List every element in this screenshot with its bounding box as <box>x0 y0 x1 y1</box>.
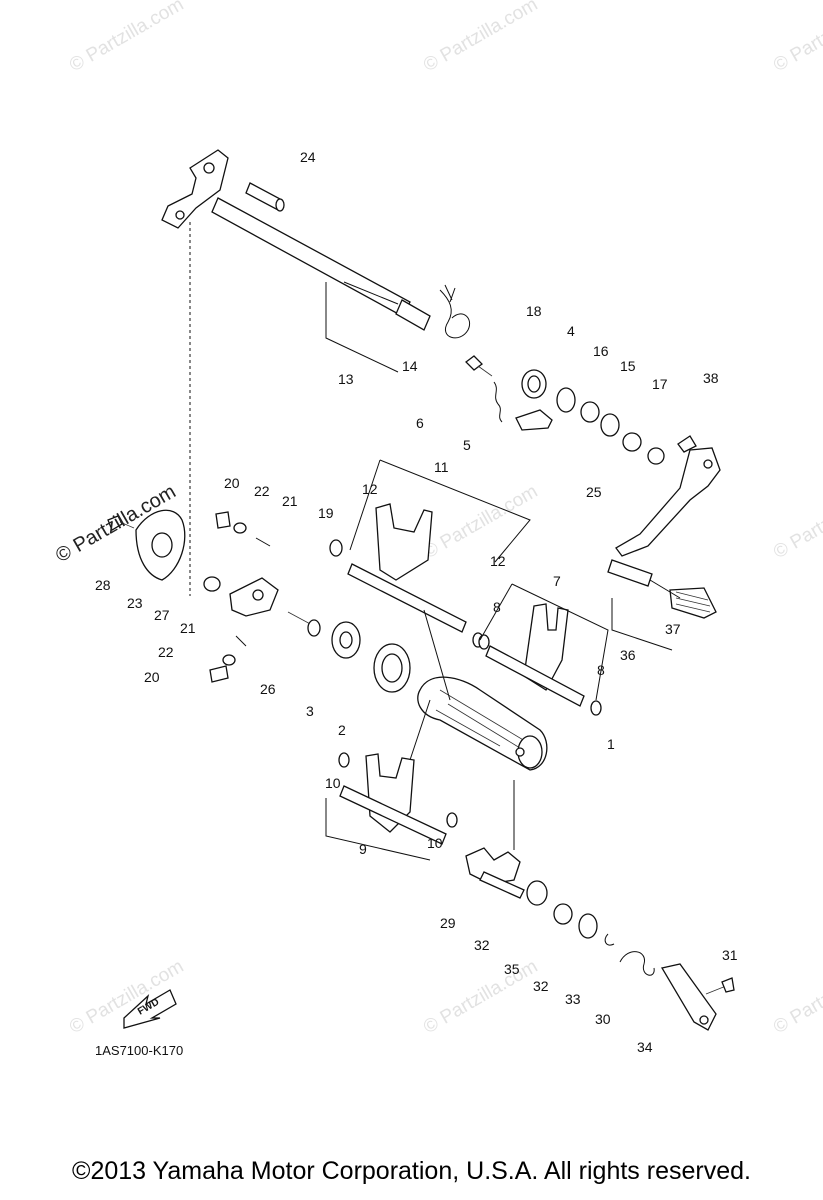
callout-label: 10 <box>427 835 443 851</box>
callout-label: 33 <box>565 991 581 1007</box>
spring-part[interactable] <box>493 381 503 423</box>
shift-fork-part[interactable] <box>485 603 585 707</box>
callout-label: 8 <box>493 599 501 615</box>
callout-label: 22 <box>254 483 270 499</box>
callout-label: 32 <box>474 937 490 953</box>
bolt-part[interactable] <box>705 977 735 995</box>
callout-label: 37 <box>665 621 681 637</box>
callout-label: 22 <box>158 644 174 660</box>
callout-label: 2 <box>338 722 346 738</box>
washer-part[interactable] <box>526 880 598 939</box>
shift-pedal-part[interactable] <box>607 435 721 587</box>
callout-label: 11 <box>434 459 449 475</box>
callout-label: 20 <box>224 475 240 491</box>
segment-part[interactable] <box>229 577 279 617</box>
callout-label: 23 <box>127 595 143 611</box>
pedal-rubber-part[interactable] <box>669 587 717 619</box>
fwd-arrow-icon: FWD <box>123 989 177 1029</box>
callout-label: 9 <box>359 841 367 857</box>
callout-label: 17 <box>652 376 668 392</box>
callout-label: 12 <box>490 553 506 569</box>
callout-label: 13 <box>338 371 354 387</box>
shift-guide-part[interactable] <box>465 847 525 899</box>
callout-label: 14 <box>402 358 418 374</box>
lever-part[interactable] <box>515 409 553 431</box>
shift-fork-part[interactable] <box>347 503 467 633</box>
cam-part[interactable] <box>331 621 361 659</box>
callout-label: 20 <box>144 669 160 685</box>
callout-label: 21 <box>282 493 298 509</box>
callout-label: 16 <box>593 343 609 359</box>
callout-label: 38 <box>703 370 719 386</box>
circlip-part[interactable] <box>329 539 602 828</box>
callout-label: 5 <box>463 437 471 453</box>
callout-label: 25 <box>586 484 602 500</box>
shift-fork-part[interactable] <box>339 753 447 845</box>
diagram-code: 1AS7100-K170 <box>95 1043 184 1058</box>
washer-part[interactable] <box>556 387 665 465</box>
spring-part[interactable] <box>439 284 470 339</box>
callout-label: 30 <box>595 1011 611 1027</box>
callout-label: 3 <box>306 703 314 719</box>
copyright-notice: ©2013 Yamaha Motor Corporation, U.S.A. A… <box>72 1157 751 1185</box>
lever-part[interactable] <box>660 963 717 1031</box>
callout-label: 34 <box>637 1039 653 1055</box>
callout-label: 1 <box>607 736 615 752</box>
callout-label: 18 <box>526 303 542 319</box>
callout-labels: 24 13 14 18 4 16 15 17 38 6 5 25 11 12 2… <box>95 149 738 1055</box>
washer-part[interactable] <box>203 576 221 592</box>
callout-label: 15 <box>620 358 636 374</box>
callout-label: 35 <box>504 961 520 977</box>
callout-label: 4 <box>567 323 575 339</box>
callout-label: 31 <box>722 947 738 963</box>
shift-drum-part[interactable] <box>417 676 548 771</box>
shift-shaft-part[interactable] <box>161 149 431 331</box>
callout-label: 32 <box>533 978 549 994</box>
callout-label: 24 <box>300 149 316 165</box>
callout-label: 36 <box>620 647 636 663</box>
spring-part[interactable] <box>619 951 655 976</box>
bolt-part[interactable] <box>287 611 321 637</box>
callout-label: 29 <box>440 915 456 931</box>
small-block-part[interactable] <box>209 511 271 683</box>
callout-label: 21 <box>180 620 196 636</box>
callout-label: 12 <box>362 481 378 497</box>
circlip-part[interactable] <box>604 933 615 946</box>
callout-label: 6 <box>416 415 424 431</box>
bushing-part[interactable] <box>521 369 547 399</box>
bolt-part[interactable] <box>465 355 493 377</box>
callout-label: 27 <box>154 607 170 623</box>
callout-label: 8 <box>597 662 605 678</box>
callout-label: 28 <box>95 577 111 593</box>
callout-label: 26 <box>260 681 276 697</box>
pin-part[interactable] <box>245 182 285 212</box>
callout-label: 19 <box>318 505 334 521</box>
leader-lines <box>189 222 681 861</box>
callout-label: 10 <box>325 775 341 791</box>
bearing-part[interactable] <box>373 643 411 693</box>
callout-label: 7 <box>553 573 561 589</box>
bolt-part[interactable] <box>107 515 135 531</box>
plate-part[interactable] <box>135 509 186 581</box>
